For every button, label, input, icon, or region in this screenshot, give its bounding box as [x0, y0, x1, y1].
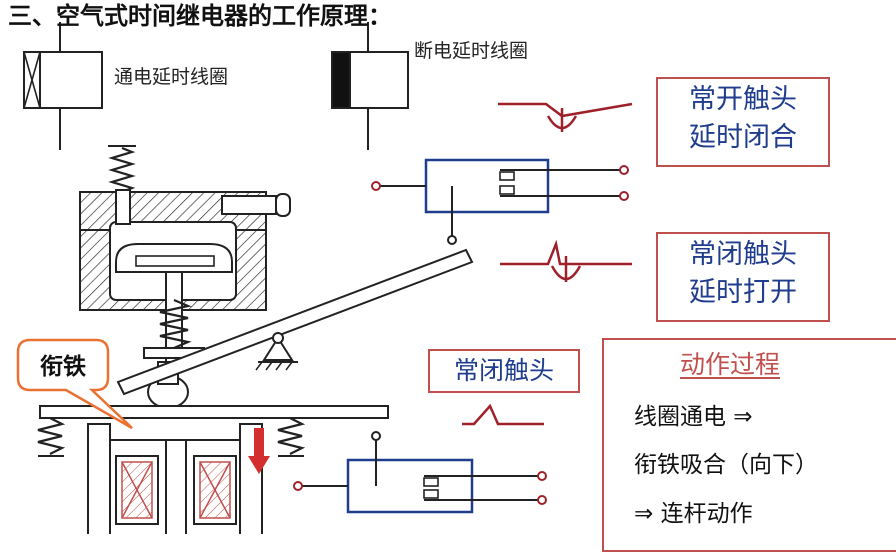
armature-label: 衔铁: [40, 354, 86, 380]
lever-arm: [116, 248, 474, 396]
lower-switch-block: [293, 403, 547, 514]
nc-contact-line1: 常闭触头: [689, 239, 797, 270]
no-contact-delay-close-box: 常开触头 延时闭合: [656, 77, 830, 167]
process-step-1: 线圈通电 ⇒: [634, 404, 753, 430]
armature-callout: 衔铁: [16, 338, 133, 430]
relay-diagram: 衔铁: [16, 22, 633, 534]
off-delay-coil-label: 断电延时线圈: [414, 40, 529, 62]
air-chamber: [79, 145, 291, 409]
page-heading: 三、空气式时间继电器的工作原理：: [8, 2, 392, 30]
process-step-3: ⇒ 连杆动作: [634, 501, 753, 527]
on-delay-coil-symbol: [23, 22, 103, 150]
on-delay-coil-label: 通电延时线圈: [114, 66, 229, 88]
process-panel: [602, 338, 896, 552]
armature-assembly: [37, 405, 389, 534]
nc-contact-instant-box: 常闭触头: [428, 349, 580, 393]
process-title: 动作过程: [680, 350, 781, 379]
nc-contact-delay-open-box: 常闭触头 延时打开: [656, 232, 830, 322]
off-delay-coil-symbol: [331, 22, 409, 150]
nc-contact-instant-label: 常闭触头: [453, 356, 554, 385]
nc-contact-line2: 延时打开: [689, 277, 797, 308]
no-contact-line2: 延时闭合: [689, 122, 797, 153]
process-step-2: 衔铁吸合（向下）: [634, 452, 818, 478]
no-contact-line1: 常开触头: [689, 84, 797, 115]
upper-switch-block: [371, 102, 633, 282]
